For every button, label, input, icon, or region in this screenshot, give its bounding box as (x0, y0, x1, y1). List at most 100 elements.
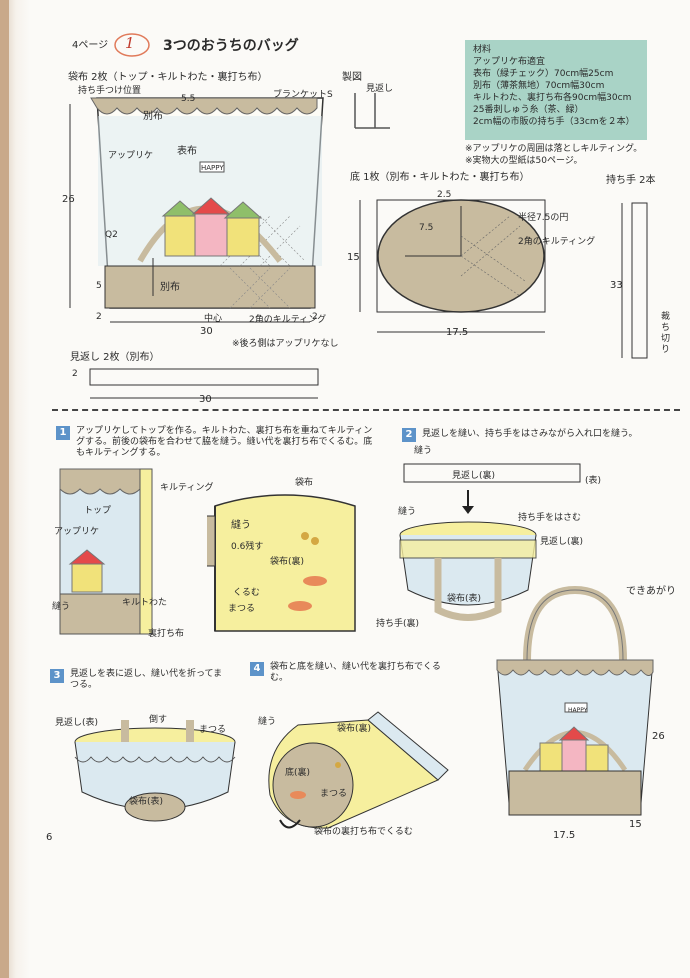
step-4-badge: 4 (250, 662, 264, 676)
sewing-detail-diagram (354, 93, 390, 129)
step-4-fukuro-ura-label: 袋布(裏) (337, 724, 372, 734)
step-2-illustration (399, 463, 581, 621)
step-2-badge: 2 (402, 428, 416, 442)
dim-5: 5 (96, 281, 102, 291)
handle-length-dim: 33 (610, 280, 623, 291)
step-1-sew2-label: 縫う (231, 520, 251, 531)
step-1-wrap-label: くるむ (233, 588, 260, 598)
blanket-stitch-label: ブランケットS (273, 90, 333, 100)
step-1-text: アップリケしてトップを作る。キルトわた、裏打ち布を重ねてキルティングする。前後の… (76, 426, 373, 458)
step-1-fukuro-ura-label: 袋布(裏) (270, 557, 305, 567)
note-pattern: ※実物大の型紙は50ページ。 (465, 156, 583, 166)
bottom-diagram (359, 199, 546, 333)
finished-height-dim: 26 (652, 731, 665, 742)
materials-box: 材料 アップリケ布適宜 表布（緑チェック）70cm幅25cm 別布（薄茶無地）7… (465, 40, 647, 140)
binding-edge (0, 0, 9, 978)
step-4-text: 袋布と底を縫い、縫い代を裏打ち布でくるむ。 (270, 662, 441, 683)
step-4-matsuru-label: まつる (320, 789, 348, 799)
quilting-label: 2角のキルティング (249, 315, 327, 325)
radius-label: 半径7.5の円 (518, 213, 569, 223)
number-circle-icon (114, 33, 150, 57)
materials-heading: 材料 (473, 45, 492, 55)
applique-label: アップリケ (108, 151, 154, 161)
step-1-quilting-label: キルティング (160, 483, 214, 493)
betsu-top-label: 別布 (143, 111, 163, 122)
dim-7.5: 7.5 (419, 223, 434, 233)
back-note: ※後ろ側はアップリケなし (232, 339, 339, 349)
bottom-quilting-label: 2角のキルティング (518, 237, 596, 247)
materials-line: 別布（薄茶無地）70cm幅30cm (473, 81, 605, 91)
q-label: Q2 (105, 230, 118, 240)
step-1-batting-label: キルトわた (122, 598, 168, 608)
facing-diagram (89, 368, 319, 399)
step-2-facing-ura2-label: 見返し(裏) (540, 537, 584, 547)
step-1-top-label: トップ (84, 506, 112, 516)
page-title: 3つのおうちのバッグ (163, 38, 299, 54)
omote-label: 表布 (177, 146, 197, 157)
step-1-badge: 1 (56, 426, 70, 440)
finished-label: できあがり (626, 586, 676, 597)
finished-happy-sign: HAPPY (568, 707, 588, 714)
handle-position-label: 持ち手つけ位置 (78, 86, 142, 96)
facing-width-dim: 30 (199, 394, 212, 405)
step-4-soko-ura-label: 底(裏) (285, 768, 311, 778)
step-3-illustration (74, 720, 236, 822)
facing-height-dim: 2 (72, 369, 78, 379)
materials-line: 2cm幅の市販の持ち手（33cmを２本） (473, 117, 635, 127)
step-2-facing-ura-label: 見返し(裏) (452, 471, 496, 481)
bag-body-title: 袋布 2枚（トップ・キルトわた・裏打ち布） (68, 72, 268, 83)
step-2-handle-ura-label: 持ち手(裏) (376, 619, 420, 629)
step-3-facing-label: 見返し(表) (55, 718, 99, 728)
happy-sign: HAPPY (201, 164, 224, 172)
handle-diagram (621, 202, 648, 359)
page-number: 6 (46, 832, 53, 843)
materials-line: キルトわた、裏打ち布各90cm幅30cm (473, 93, 632, 103)
bag-body-diagram (69, 97, 324, 323)
step-3-text: 見返しを表に返し、縫い代を折ってまつる。 (70, 669, 223, 690)
step-2-fukuro-omote-label: 袋布(表) (447, 594, 482, 604)
finished-bag-illustration (496, 585, 654, 816)
height-dim: 26 (62, 194, 75, 205)
dim-top: 5.5 (181, 94, 196, 104)
pattern-number: 1 (125, 34, 135, 52)
step-4-sew-label: 縫う (258, 717, 277, 727)
step-1-lining-label: 裏打ち布 (148, 629, 185, 639)
step-2-sew2-label: 縫う (398, 507, 417, 517)
step-2-sew-label: 縫う (414, 446, 433, 456)
note-quilting: ※アップリケの周囲は落としキルティング。 (465, 144, 643, 154)
step-2-omote-label: (表) (585, 476, 602, 486)
step-1-applique-label: アップリケ (54, 527, 100, 537)
step-1-sew-label: 縫う (52, 602, 71, 612)
materials-line: 25番刺しゅう糸（茶、緑） (473, 105, 584, 115)
step-2-text: 見返しを縫い、持ち手をはさみながら入れ口を縫う。 (422, 429, 638, 439)
finished-depth-dim: 15 (629, 819, 642, 830)
facing-title: 見返し 2枚（別布） (70, 352, 160, 363)
step-2-hasamu-label: 持ち手をはさむ (518, 513, 582, 523)
bottom-height-dim: 15 (347, 252, 360, 263)
sewing-title: 製図 (342, 72, 362, 83)
section-divider (52, 409, 680, 411)
dim-2b: 2 (312, 312, 318, 322)
page-reference: 4ページ (72, 40, 109, 51)
step-3-badge: 3 (50, 669, 64, 683)
step-4-wrap-label: 袋布の裏打ち布でくるむ (314, 827, 413, 837)
step-1-leave-label: 0.6残す (231, 542, 264, 552)
step-1-right-illustration (207, 494, 356, 632)
bottom-title: 底 1枚（別布・キルトわた・裏打ち布） (350, 172, 530, 183)
center-label: 中心 (204, 314, 223, 324)
bottom-width-dim: 17.5 (446, 327, 469, 338)
handle-title: 持ち手 2本 (606, 175, 656, 186)
mikaeshi-label: 見返し (366, 84, 394, 94)
dim-2.5: 2.5 (437, 190, 452, 200)
step-3-taosu-label: 倒す (149, 715, 168, 725)
step-3-matsuru-label: まつる (199, 725, 227, 735)
materials-line: アップリケ布適宜 (473, 57, 546, 67)
step-1-left-illustration (59, 468, 153, 635)
step-1-matsuru-label: まつる (228, 604, 256, 614)
step-4-illustration (268, 711, 449, 829)
width-dim: 30 (200, 326, 213, 337)
handle-cut-label: 裁ち切り (661, 312, 671, 355)
betsu-bottom-label: 別布 (160, 282, 180, 293)
dim-2a: 2 (96, 312, 102, 322)
